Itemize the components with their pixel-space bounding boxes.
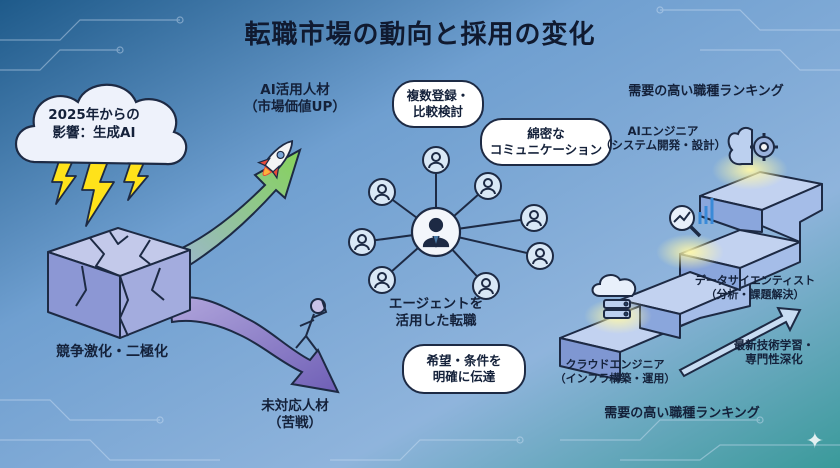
agent-hub-icon — [410, 206, 462, 258]
sparkle-icon: ✦ — [805, 429, 824, 454]
bubble-bottom: 希望・条件を 明確に伝達 — [402, 344, 526, 394]
bubble-right: 綿密な コミュニケーション — [480, 118, 612, 166]
brain-gear-icon — [727, 126, 778, 166]
ai-engineer-label: AIエンジニア （システム開発・設計） — [599, 124, 727, 153]
storm-cloud-icon — [15, 83, 188, 166]
cloud-server-icon — [591, 274, 637, 319]
hub-label: エージェントを 活用した転職 — [388, 296, 484, 329]
cracked-cube-icon — [47, 227, 191, 339]
cloud-engineer-label: クラウドエンジニア （インフラ構築・運用） — [554, 358, 676, 385]
cube-label: 競争激化・二極化 — [56, 344, 168, 360]
skill-label: 最新技術学習・ 専門性深化 — [733, 338, 815, 367]
circuit-lines — [0, 6, 840, 461]
falling-label: 未対応人材 （苦戦） — [261, 398, 329, 431]
cloud-label: 2025年からの 影響：生成AI — [48, 107, 140, 142]
magnifier-chart-icon — [669, 198, 714, 238]
ranking-top: 需要の高い職種ランキング — [628, 84, 784, 99]
rising-label: AI活用人材 （市場価値UP） — [244, 82, 346, 115]
lightning-icon — [51, 155, 149, 227]
bubble-top: 複数登録・ 比較検討 — [392, 80, 484, 128]
stairs — [559, 171, 823, 381]
person-node-icon — [348, 146, 554, 300]
page-title: 転職市場の動向と採用の変化 — [244, 20, 596, 50]
data-scientist-label: データサイエンティスト （分析・課題解決） — [694, 274, 816, 301]
skill-arrow — [678, 306, 802, 378]
rocket-icon — [256, 140, 294, 180]
falling-arrow — [168, 296, 340, 394]
stressed-person-icon — [295, 298, 328, 353]
ranking-bottom: 需要の高い職種ランキング — [604, 406, 760, 421]
